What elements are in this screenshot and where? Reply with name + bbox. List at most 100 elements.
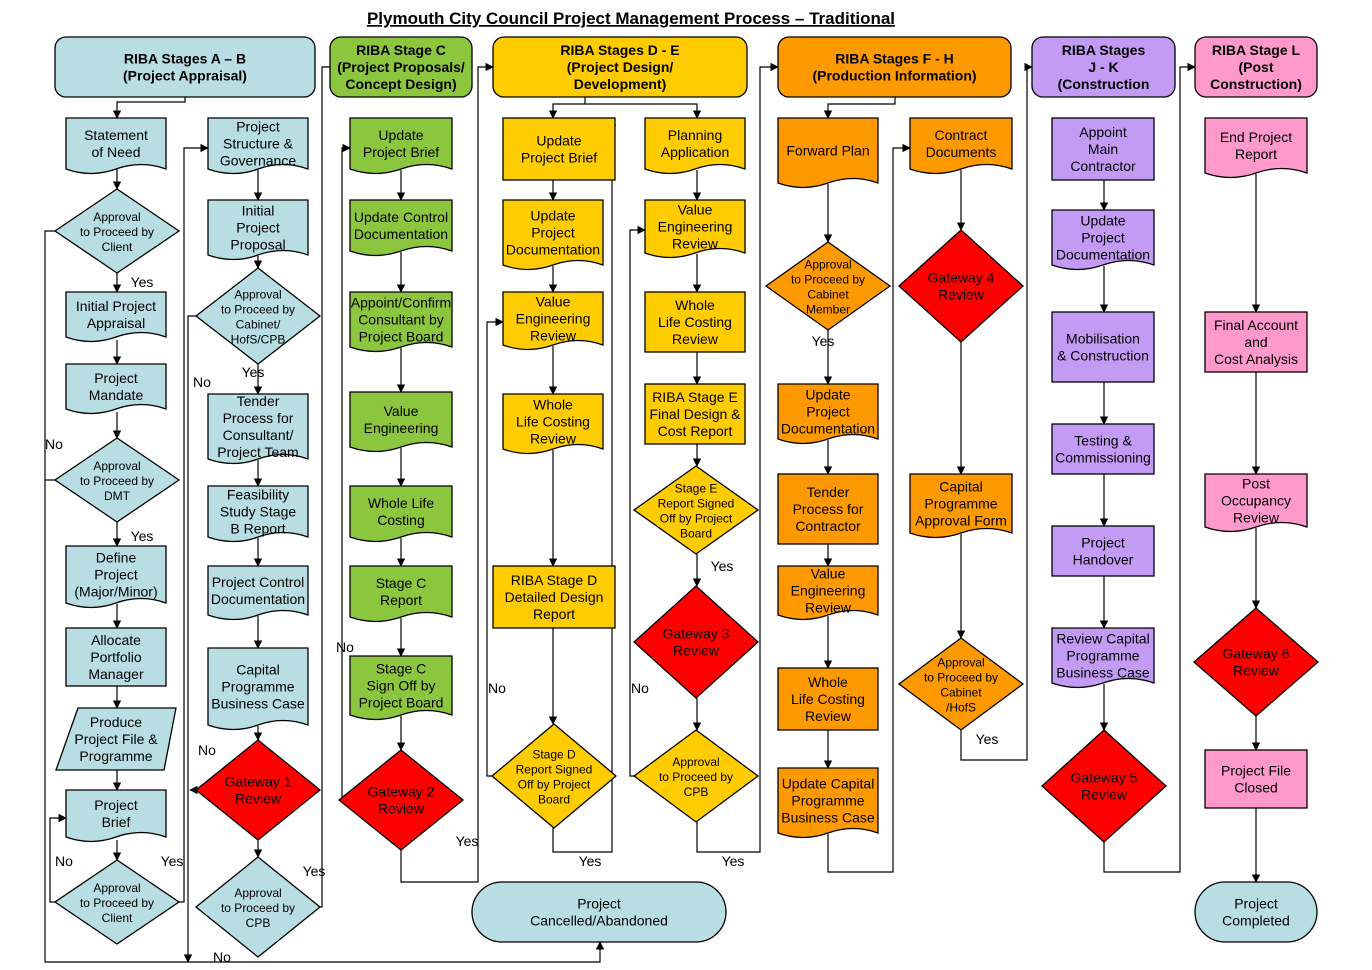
node-text-line: RIBA Stages A – B <box>124 51 246 67</box>
node-text-line: Business Case <box>1056 665 1150 681</box>
node-text-line: to Proceed by <box>80 225 154 239</box>
node-text-line: /HofS <box>946 701 976 715</box>
svg-text:RIBA Stages A – B(Project Appr: RIBA Stages A – B(Project Appraisal) <box>123 51 247 84</box>
node-text-line: (Production Information) <box>812 68 976 84</box>
node-text-line: Project <box>94 567 138 583</box>
node-text-line: (Construction <box>1058 76 1150 92</box>
node-text-line: Update <box>530 208 575 224</box>
node-text-line: Update <box>378 127 423 143</box>
node-text-line: to Proceed by <box>80 474 154 488</box>
node-text-line: to Proceed by <box>80 896 154 910</box>
node-text-line: RIBA Stage C <box>356 42 446 58</box>
node-text-line: Cabinet <box>940 686 982 700</box>
node-text-line: to Proceed by <box>924 671 998 685</box>
node-text-line: CPB <box>246 916 271 930</box>
node-text-line: Review <box>1233 510 1280 526</box>
node-text-line: Project File & <box>74 731 158 747</box>
node-text-line: Board <box>538 793 570 807</box>
node-text-line: Off by Project <box>518 778 591 792</box>
node-text-line: Value <box>536 294 571 310</box>
node-text-line: Business Case <box>781 810 875 826</box>
connector-line <box>112 97 186 119</box>
node-text-line: Documentation <box>1056 247 1150 263</box>
node-text-line: Engineering <box>791 583 866 599</box>
node-text-line: Business Case <box>211 696 305 712</box>
node-text-line: Project <box>1234 896 1278 912</box>
node-text-line: Appraisal <box>87 315 145 331</box>
connector-line <box>44 230 605 963</box>
node-text-line: Report Signed <box>658 497 735 511</box>
node-text-line: Tender <box>237 393 280 409</box>
svg-text:Testing &Commissioning: Testing &Commissioning <box>1055 433 1151 466</box>
process-nodes: RIBA Stages A – B(Project Appraisal)RIBA… <box>53 36 1319 958</box>
node-text-line: Forward Plan <box>786 143 869 159</box>
node-text-line: Board <box>680 527 712 541</box>
node-text-line: Commissioning <box>1055 450 1151 466</box>
node-text-line: Define <box>96 550 137 566</box>
node-text-line: Contractor <box>795 518 861 534</box>
node-text-line: Whole Life <box>368 495 434 511</box>
svg-text:Forward Plan: Forward Plan <box>786 143 869 159</box>
node-text-line: Mobilisation <box>1066 331 1140 347</box>
node-text-line: (Project Appraisal) <box>123 68 247 84</box>
node-text-line: Approval <box>93 210 140 224</box>
node-text-line: RIBA Stages <box>1062 42 1146 58</box>
node-text-line: Client <box>102 240 133 254</box>
connector-line <box>49 813 67 903</box>
node-text-line: Approval <box>93 459 140 473</box>
node-text-line: Life Costing <box>658 314 732 330</box>
node-text-line: Value <box>384 403 419 419</box>
node-text-line: Gateway 5 <box>1071 770 1138 786</box>
node-text-line: Project Board <box>359 695 444 711</box>
node-text-line: (Project Proposals/ <box>337 59 465 75</box>
node-text-line: Contractor <box>1070 158 1136 174</box>
node-text-line: Post <box>1242 476 1270 492</box>
node-text-line: Documentation <box>211 591 305 607</box>
node-text-line: Project Team <box>217 444 298 460</box>
connector-label-no: No <box>55 853 73 869</box>
node-text-line: Consultant by <box>358 312 444 328</box>
node-text-line: Update <box>536 133 581 149</box>
node-text-line: Mandate <box>89 387 144 403</box>
node-text-line: Cabinet <box>807 288 849 302</box>
node-text-line: Appoint/Confirm <box>351 295 451 311</box>
node-text-line: Review <box>938 287 985 303</box>
node-text-line: (Major/Minor) <box>74 584 157 600</box>
connector-label-yes: Yes <box>131 274 154 290</box>
